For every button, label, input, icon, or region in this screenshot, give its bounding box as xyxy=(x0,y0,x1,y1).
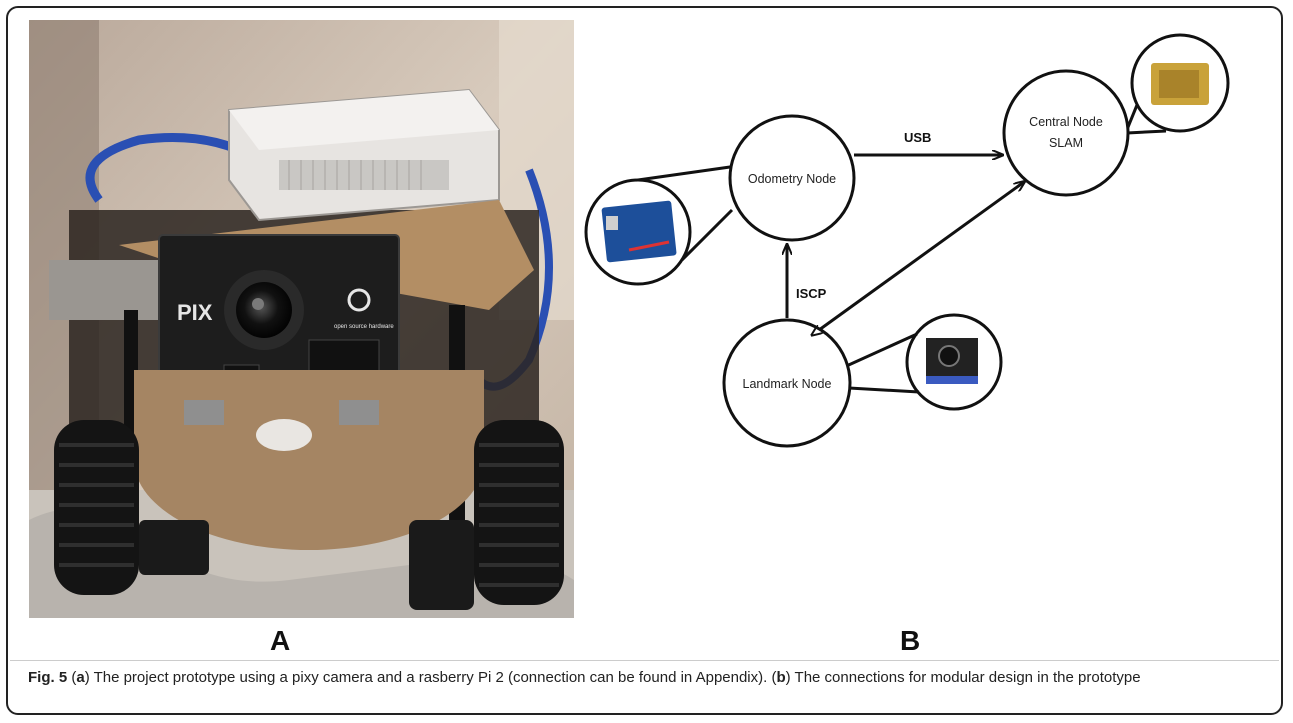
caption-fig-number: Fig. 5 xyxy=(28,669,68,686)
modular-design-diagram: Odometry Node Central Node SLAM Landmark… xyxy=(584,33,1230,448)
caption-part: ) The project prototype using a pixy cam… xyxy=(84,669,777,686)
caption-part: ( xyxy=(67,669,77,686)
figure-caption: Fig. 5 (a) The project prototype using a… xyxy=(28,667,1268,689)
central-node: Central Node SLAM xyxy=(1002,69,1130,197)
arduino-thumbnail xyxy=(584,178,692,286)
usb-edge-label: USB xyxy=(904,130,931,145)
central-node-label: Central Node xyxy=(1029,115,1103,129)
central-node-sublabel: SLAM xyxy=(1049,136,1083,150)
caption-a-ref: a xyxy=(76,669,85,686)
landmark-node: Landmark Node xyxy=(722,318,852,448)
caption-b-ref: b xyxy=(776,669,786,686)
robot-prototype-photo: PIX open source hardware xyxy=(29,20,574,618)
pi-board-thumbnail xyxy=(1130,33,1230,133)
landmark-node-label: Landmark Node xyxy=(743,377,832,391)
odometry-node-label: Odometry Node xyxy=(748,172,836,186)
caption-part: ) The connections for modular design in … xyxy=(785,669,1141,686)
caption-divider xyxy=(10,660,1279,661)
central-landmark-edge xyxy=(819,182,1024,330)
odometry-node: Odometry Node xyxy=(728,114,856,242)
iscp-edge-label: ISCP xyxy=(796,286,827,301)
panel-b-label: B xyxy=(900,625,921,656)
pixy-camera-thumbnail xyxy=(905,313,1003,411)
board-text: PIX xyxy=(177,300,213,325)
board-logo-text: open source hardware xyxy=(334,324,394,330)
panel-a-label: A xyxy=(270,625,291,656)
figure-frame: PIX open source hardware xyxy=(6,6,1283,715)
